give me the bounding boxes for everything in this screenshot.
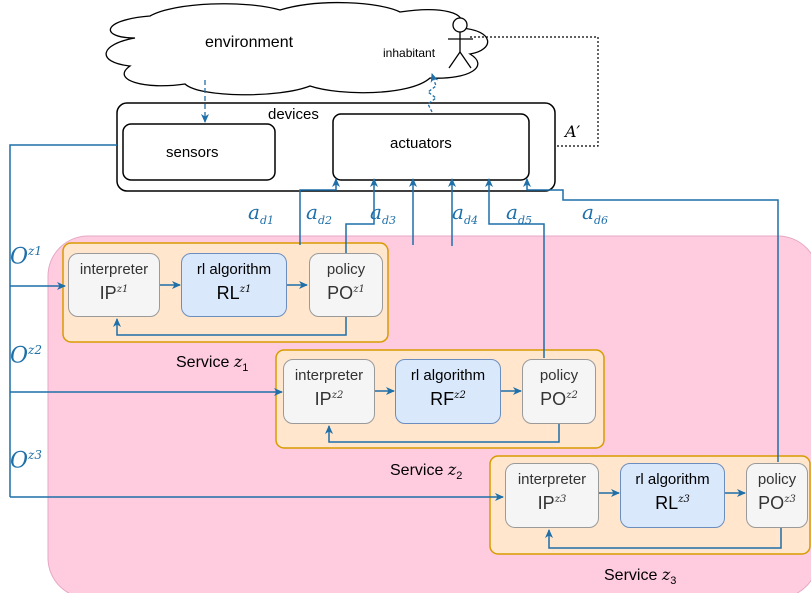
environment-cloud [105,1,489,96]
service-3-policy: policy POz3 [746,463,808,528]
actuators-label: actuators [390,135,452,152]
service-2-label: Service z2 [390,460,463,483]
service-2-interpreter: interpreter IPz2 [283,359,375,424]
action-label-2: ad2 [306,200,332,227]
service-3-algorithm: rl algorithm RLz3 [620,463,725,528]
environment-label: environment [205,34,294,51]
observation-bus [9,144,117,497]
service-1-policy: policy POz1 [309,253,383,317]
service-2-arrows [325,387,560,443]
service-1-algorithm: rl algorithm RLz1 [181,253,287,317]
actuators-box [332,113,530,181]
inhabitant-label: inhabitant [383,46,436,60]
sensors-label: sensors [166,144,219,161]
service-3-arrows [545,489,782,549]
service-1-label: Service z1 [176,352,249,375]
observation-label-3: Oz3 [10,448,43,474]
feedback-line [470,36,599,150]
action-label-5: ad5 [506,200,532,227]
service-3-interpreter: interpreter IPz3 [505,463,599,528]
service-2-policy: policy POz2 [522,359,596,424]
devices-label: devices [268,106,319,123]
service-1-interpreter: interpreter IPz1 [68,253,160,317]
action-label-3: ad3 [370,200,396,227]
action-label-1: ad1 [248,200,274,227]
service-1-arrows [113,281,347,336]
action-label-4: ad4 [452,200,478,227]
observation-label-1: Oz1 [10,244,43,270]
action-lines [299,178,779,462]
feedback-label: A′ [565,122,581,141]
actuators-to-env-arrow [426,73,439,113]
inhabitant-icon [448,17,473,69]
sensors-box [122,123,276,181]
observation-label-2: Oz2 [10,343,43,369]
action-label-6: ad6 [582,200,608,227]
service-2-algorithm: rl algorithm RFz2 [395,359,501,424]
service-3-label: Service z3 [604,565,677,588]
